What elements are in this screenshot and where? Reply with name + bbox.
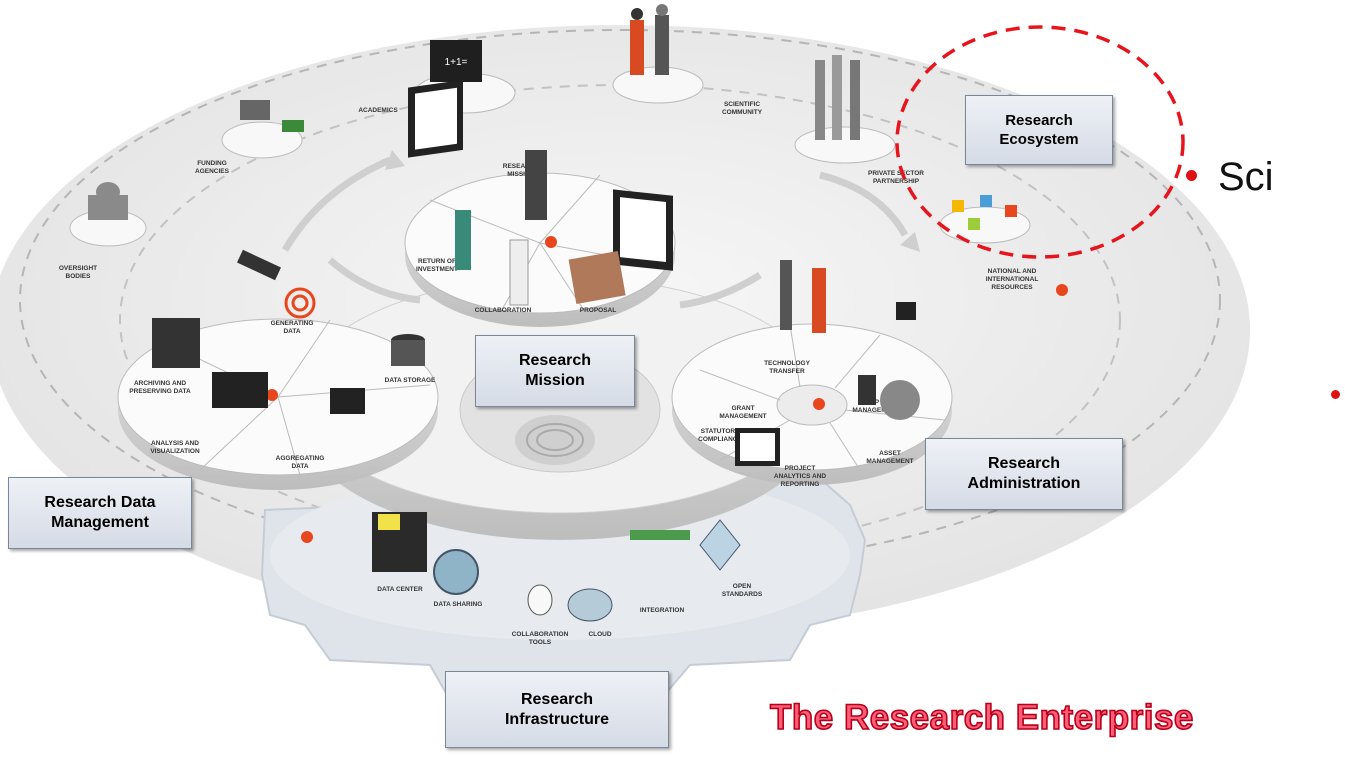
svg-text:ARCHIVING AND: ARCHIVING AND [134,380,186,387]
svg-text:INTEGRATION: INTEGRATION [640,607,685,614]
svg-text:AGGREGATING: AGGREGATING [276,455,325,462]
svg-text:REPORTING: REPORTING [781,481,820,488]
svg-text:DATA: DATA [291,463,308,470]
number-badge-5 [1056,284,1068,296]
svg-text:MISSION: MISSION [507,171,535,178]
arrow-head-right [900,232,920,252]
flow-arrows [281,156,909,309]
number-badge-3 [813,398,825,410]
bullet-text: Sci [1218,155,1274,199]
pedestal-private-sector: PRIVATE SECTOR PARTNERSHIP [794,55,924,185]
label-research-administration: Research Administration [925,438,1123,510]
label-research-mission: Research Mission [475,335,635,407]
svg-text:ACADEMICS: ACADEMICS [358,107,398,114]
pedestal-national-resources: NATIONAL AND INTERNATIONAL RESOURCES [939,195,1068,296]
admin-props [735,260,920,466]
infrastructure-props: DATA CENTER DATA SHARING COLLABORATION T… [301,512,763,646]
svg-text:DATA: DATA [283,328,300,335]
svg-text:PARTNERSHIP: PARTNERSHIP [873,178,920,185]
svg-text:STANDARDS: STANDARDS [722,591,763,598]
label-research-infrastructure: Research Infrastructure [445,671,669,748]
mission-props [408,79,673,306]
label-research-data-management: Research Data Management [8,477,192,549]
pedestal-oversight: OVERSIGHT BODIES [59,182,147,280]
svg-text:INTERNATIONAL: INTERNATIONAL [986,276,1039,283]
svg-text:INVESTMENT: INVESTMENT [416,266,458,273]
svg-text:VISUALIZATION: VISUALIZATION [150,448,200,455]
svg-text:DATA SHARING: DATA SHARING [434,601,483,608]
page-title: The Research Enterprise [769,697,1194,738]
svg-text:MANAGEMENT: MANAGEMENT [719,413,766,420]
chalkboard-text: 1+1= [445,57,468,68]
label-research-ecosystem: Research Ecosystem [965,95,1113,165]
svg-text:OVERSIGHT: OVERSIGHT [59,265,97,272]
svg-text:ANALYSIS AND: ANALYSIS AND [151,440,199,447]
svg-text:CLOUD: CLOUD [588,631,611,638]
svg-text:PROJECT: PROJECT [785,465,816,472]
data-disk: GENERATING DATA ARCHIVING AND PRESERVING… [117,318,439,490]
svg-text:COLLABORATION: COLLABORATION [512,631,569,638]
arrow-head-left [385,150,405,170]
svg-text:NATIONAL AND: NATIONAL AND [988,268,1037,275]
svg-text:MANAGEMENT: MANAGEMENT [852,407,899,414]
svg-text:RESOURCES: RESOURCES [991,284,1033,291]
svg-text:GRANT: GRANT [731,405,754,412]
svg-text:STATUTORY: STATUTORY [701,428,740,435]
number-badge-1 [545,236,557,248]
svg-text:OPEN: OPEN [733,583,752,590]
ecosystem-highlight-ellipse [895,25,1185,259]
svg-text:BODIES: BODIES [66,273,92,280]
sub-bullet-dot [1331,390,1340,399]
svg-text:FUNDING: FUNDING [197,160,227,167]
svg-text:DATA STORAGE: DATA STORAGE [385,377,436,384]
svg-text:GENERATING: GENERATING [271,320,314,327]
svg-text:COLLABORATION: COLLABORATION [475,307,532,314]
pedestal-funding: FUNDING AGENCIES [195,100,304,175]
svg-text:SCIENTIFIC: SCIENTIFIC [724,101,760,108]
number-badge-4 [301,531,313,543]
svg-text:RESEARCH: RESEARCH [503,163,540,170]
bullet-dot [1186,170,1197,181]
svg-text:PRESERVING DATA: PRESERVING DATA [129,388,191,395]
svg-text:AGENCIES: AGENCIES [195,168,230,175]
svg-text:COMPLIANCE: COMPLIANCE [698,436,742,443]
svg-text:ANALYTICS AND: ANALYTICS AND [774,473,827,480]
svg-text:TECHNOLOGY: TECHNOLOGY [764,360,811,367]
svg-text:RETURN OF: RETURN OF [418,258,456,265]
pedestal-scientific: SCIENTIFIC COMMUNITY [612,4,763,116]
data-props [152,249,425,414]
svg-text:DATA CENTER: DATA CENTER [377,586,423,593]
svg-text:TOOLS: TOOLS [529,639,552,646]
svg-text:COMMUNITY: COMMUNITY [722,109,763,116]
number-badge-2 [266,389,278,401]
svg-text:IP: IP [873,399,880,406]
svg-text:ASSET: ASSET [879,450,901,457]
svg-text:PROPOSAL: PROPOSAL [580,307,617,314]
svg-text:TRANSFER: TRANSFER [769,368,805,375]
svg-text:MANAGEMENT: MANAGEMENT [866,458,913,465]
svg-text:PRIVATE SECTOR: PRIVATE SECTOR [868,170,924,177]
